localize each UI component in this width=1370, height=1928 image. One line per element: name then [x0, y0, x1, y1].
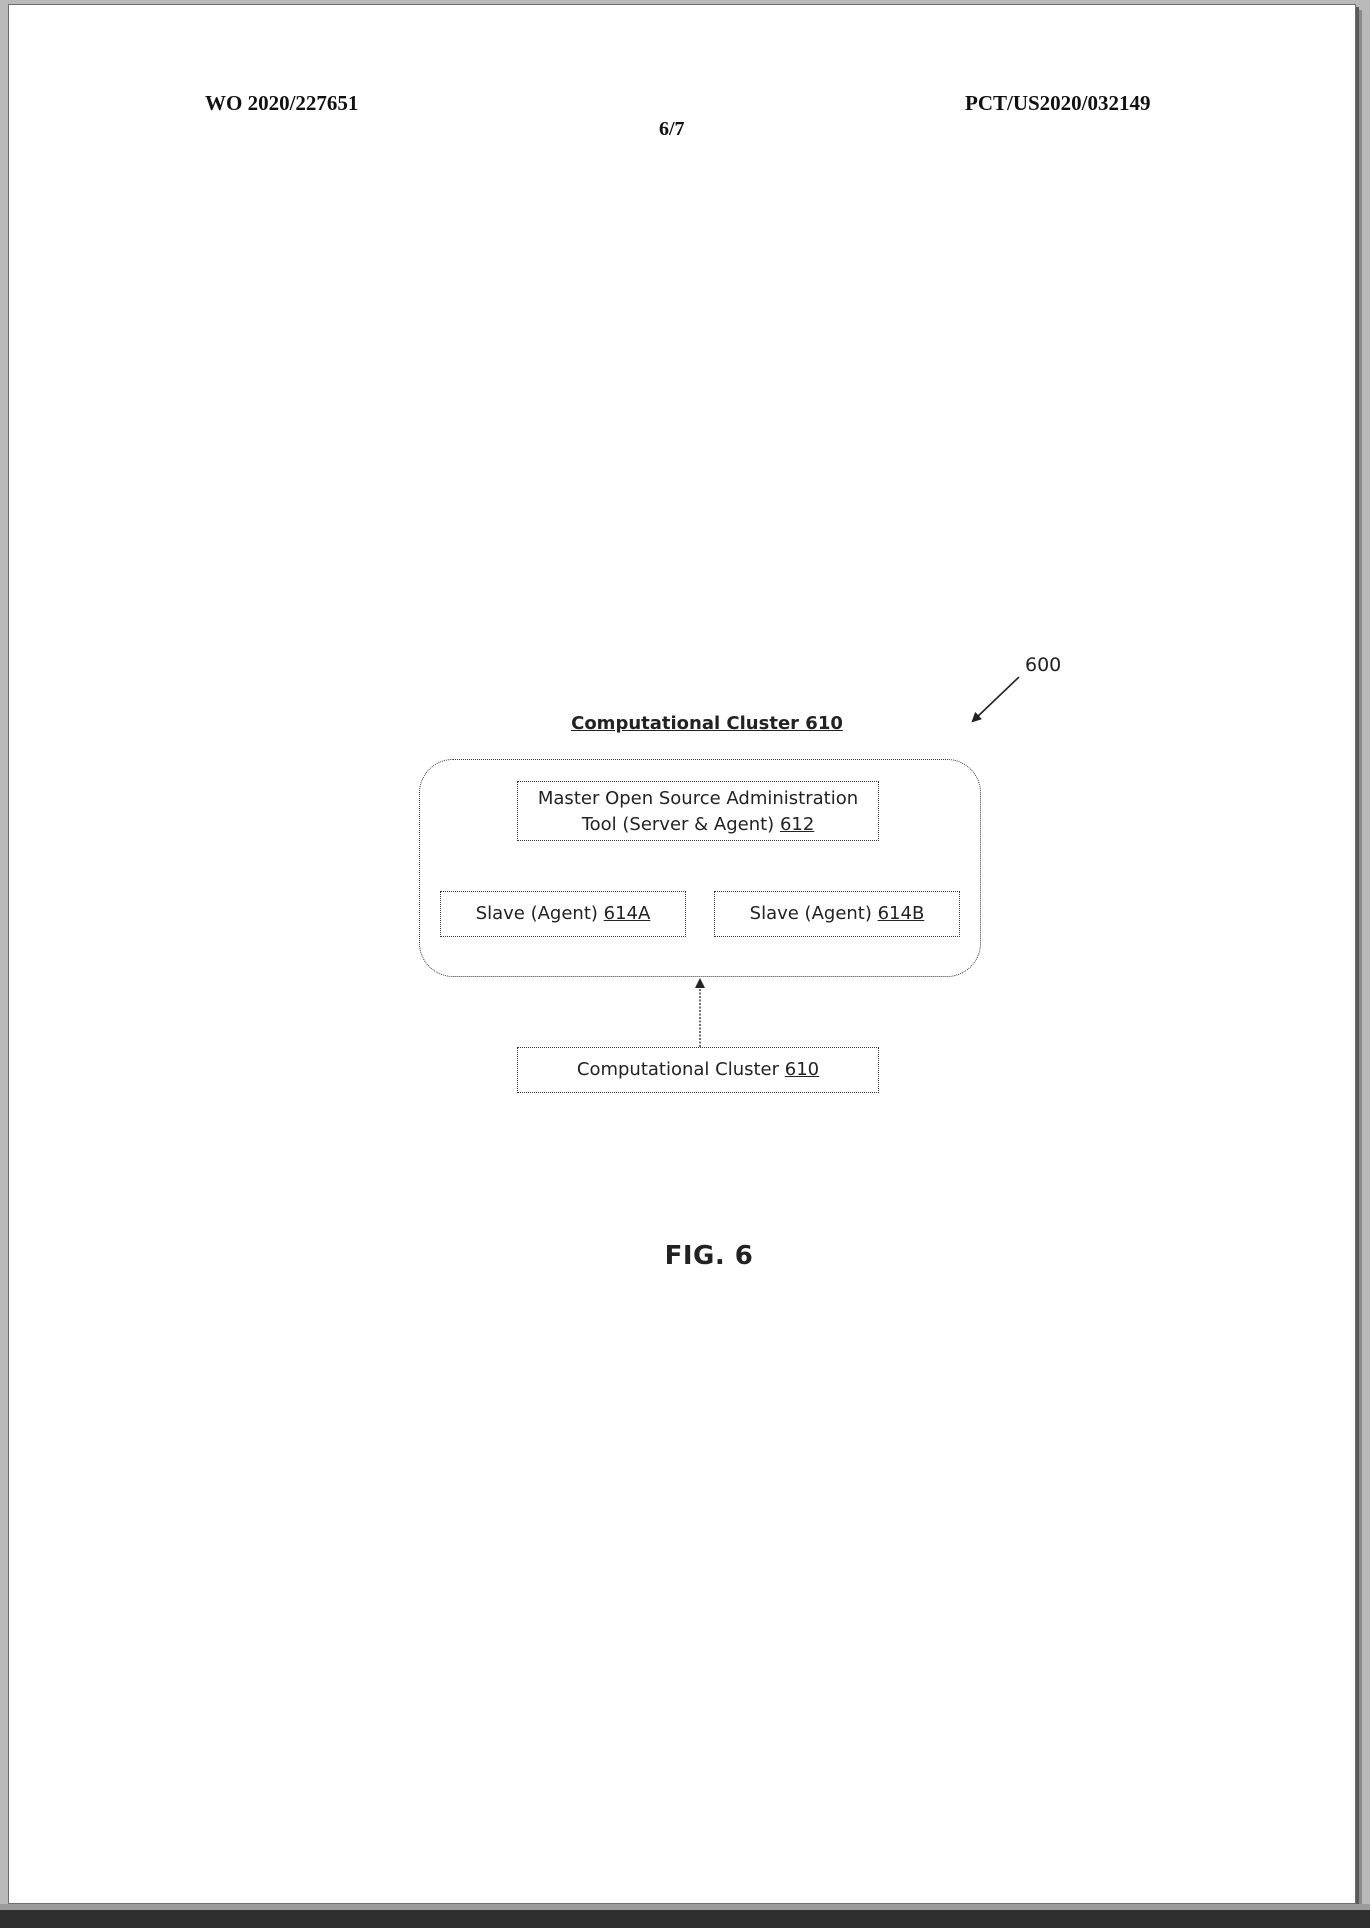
reference-arrow — [971, 676, 1020, 723]
cluster-title: Computational Cluster 610 — [571, 713, 843, 734]
patent-drawing-sheet: WO 2020/227651 PCT/US2020/032149 6/7 600… — [8, 4, 1356, 1904]
master-box-ref: 612 — [779, 814, 815, 835]
diagram-connectors — [695, 676, 1020, 1047]
slave-a-ref: 614A — [603, 903, 651, 924]
figure-6-diagram: 600 Computational Cluster 610 Master Ope… — [9, 5, 1355, 1903]
sheet-number: 6/7 — [659, 118, 685, 140]
figure-label: FIG. 6 — [664, 1241, 754, 1271]
master-box-line1: Master Open Source Administration — [537, 788, 859, 809]
slave-b-ref: 614B — [877, 903, 925, 924]
slave-agent-614b-box: Slave (Agent) 614B — [714, 891, 960, 937]
slave-agent-614a-box: Slave (Agent) 614A — [440, 891, 686, 937]
master-box-line2-text: Tool (Server & Agent) — [581, 814, 780, 835]
viewer-bottom-strip — [0, 1904, 1370, 1910]
reference-numeral-600: 600 — [1025, 654, 1062, 676]
master-admin-tool-box: Master Open Source Administration Tool (… — [517, 781, 879, 841]
publication-number: WO 2020/227651 — [205, 91, 359, 115]
slave-a-text: Slave (Agent) — [475, 903, 604, 924]
bottom-cluster-text: Computational Cluster — [576, 1059, 785, 1080]
bottom-cluster-ref: 610 — [784, 1059, 820, 1080]
master-box-line2: Tool (Server & Agent) 612 — [518, 812, 878, 838]
slave-b-text: Slave (Agent) — [749, 903, 878, 924]
application-number: PCT/US2020/032149 — [965, 91, 1151, 115]
computational-cluster-container — [419, 759, 981, 977]
viewer-bottom-bar — [0, 1910, 1370, 1928]
computational-cluster-610-box: Computational Cluster 610 — [517, 1047, 879, 1093]
